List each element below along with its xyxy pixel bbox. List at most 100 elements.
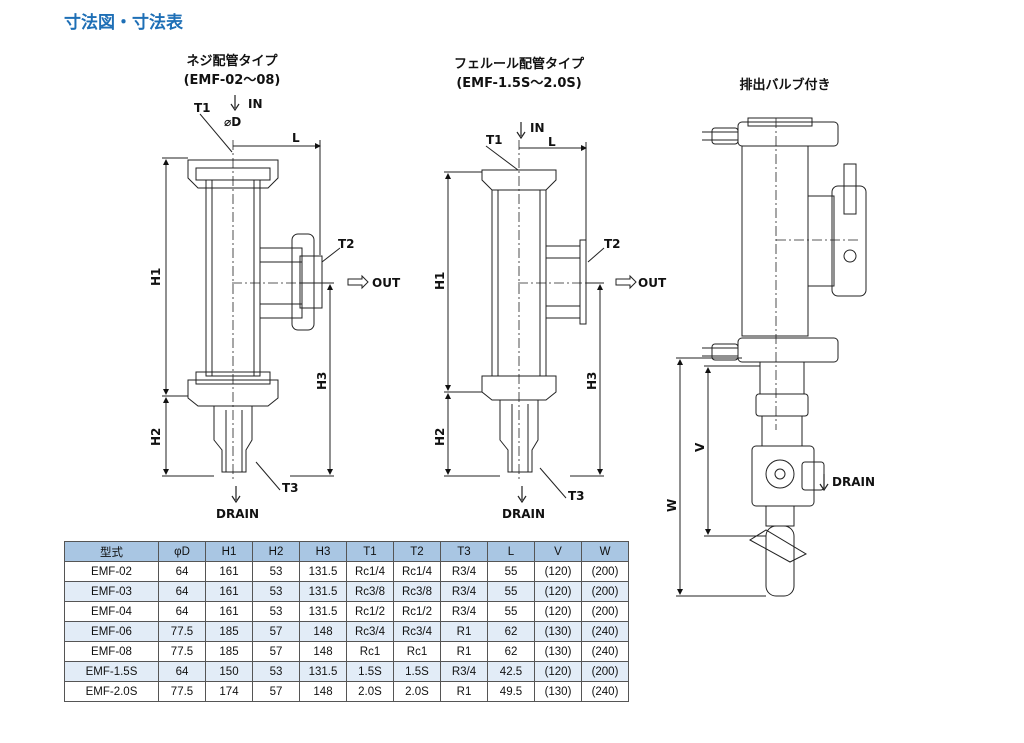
ferrule-h2-label: H2	[433, 428, 447, 446]
ferrule-l-label: L	[548, 135, 556, 149]
screw-type-labels: T1 IN ⌀D L T2 OUT H1 H3 H2 T3 DRAIN	[149, 97, 401, 521]
valve-v-label: V	[693, 442, 707, 452]
table-cell: EMF-02	[64, 561, 159, 582]
table-cell: 161	[205, 581, 253, 602]
table-header-cell: H3	[299, 541, 347, 562]
table-cell: 53	[252, 601, 300, 622]
table-cell: 2.0S	[346, 681, 394, 702]
table-cell: R3/4	[440, 561, 488, 582]
ferrule-t3-label: T3	[568, 489, 585, 503]
table-cell: 57	[252, 621, 300, 642]
ferrule-t1-label: T1	[486, 133, 503, 147]
table-cell: R3/4	[440, 601, 488, 622]
table-cell: (120)	[534, 581, 582, 602]
table-cell: (240)	[581, 621, 629, 642]
table-cell: 185	[205, 641, 253, 662]
screw-d-label: ⌀D	[224, 115, 241, 129]
table-cell: 161	[205, 601, 253, 622]
screw-h3-label: H3	[315, 372, 329, 390]
table-cell: 62	[487, 641, 535, 662]
table-cell: (130)	[534, 641, 582, 662]
table-cell: 49.5	[487, 681, 535, 702]
table-cell: (120)	[534, 601, 582, 622]
table-cell: 64	[158, 661, 206, 682]
table-cell: 148	[299, 621, 347, 642]
screw-h2-label: H2	[149, 428, 163, 446]
ferrule-type-diagram	[444, 122, 637, 504]
table-header-cell: V	[534, 541, 582, 562]
table-header-cell: W	[581, 541, 629, 562]
screw-type-subtitle: (EMF-02～08)	[183, 73, 281, 88]
table-cell: Rc1	[346, 641, 394, 662]
valve-drain-label: DRAIN	[832, 475, 875, 489]
screw-in-label: IN	[248, 97, 263, 111]
table-cell: 148	[299, 641, 347, 662]
table-header-cell: T1	[346, 541, 394, 562]
valve-type-title: 排出バルブ付き	[739, 78, 831, 93]
table-cell: 55	[487, 601, 535, 622]
table-cell: R1	[440, 641, 488, 662]
table-cell: Rc3/4	[346, 621, 394, 642]
table-cell: 55	[487, 581, 535, 602]
table-cell: 57	[252, 681, 300, 702]
table-cell: 77.5	[158, 681, 206, 702]
table-cell: Rc1/2	[393, 601, 441, 622]
table-cell: (200)	[581, 561, 629, 582]
table-cell: 53	[252, 561, 300, 582]
table-cell: EMF-08	[64, 641, 159, 662]
table-cell: 148	[299, 681, 347, 702]
table-cell: 185	[205, 621, 253, 642]
table-cell: EMF-03	[64, 581, 159, 602]
screw-t1-label: T1	[194, 101, 211, 115]
table-cell: (200)	[581, 581, 629, 602]
screw-drain-label: DRAIN	[216, 507, 259, 521]
table-cell: 64	[158, 561, 206, 582]
table-cell: 174	[205, 681, 253, 702]
table-cell: Rc3/8	[346, 581, 394, 602]
table-cell: 2.0S	[393, 681, 441, 702]
screw-t2-label: T2	[338, 237, 355, 251]
table-cell: 62	[487, 621, 535, 642]
table-cell: 1.5S	[346, 661, 394, 682]
ferrule-type-subtitle: (EMF-1.5S～2.0S)	[456, 76, 582, 91]
table-cell: R1	[440, 621, 488, 642]
table-cell: 131.5	[299, 661, 347, 682]
table-cell: 53	[252, 661, 300, 682]
table-cell: 55	[487, 561, 535, 582]
ferrule-type-title: フェルール配管タイプ	[453, 57, 584, 72]
table-cell: 131.5	[299, 581, 347, 602]
ferrule-type-labels: T1 IN L T2 OUT H1 H3 H2 T3 DRAIN	[433, 121, 667, 521]
table-cell: Rc3/8	[393, 581, 441, 602]
table-cell: 64	[158, 581, 206, 602]
table-cell: R3/4	[440, 661, 488, 682]
ferrule-out-label: OUT	[638, 276, 667, 290]
ferrule-drain-label: DRAIN	[502, 507, 545, 521]
table-header-cell: 型式	[64, 541, 159, 562]
table-cell: EMF-2.0S	[64, 681, 159, 702]
table-header-cell: T3	[440, 541, 488, 562]
table-cell: (130)	[534, 681, 582, 702]
ferrule-in-label: IN	[530, 121, 545, 135]
table-cell: (200)	[581, 601, 629, 622]
screw-type-diagram	[162, 95, 369, 504]
screw-h1-label: H1	[149, 268, 163, 286]
table-cell: Rc1/2	[346, 601, 394, 622]
table-cell: 161	[205, 561, 253, 582]
table-cell: Rc1/4	[393, 561, 441, 582]
table-cell: 53	[252, 581, 300, 602]
table-cell: EMF-04	[64, 601, 159, 622]
screw-out-label: OUT	[372, 276, 401, 290]
table-cell: (240)	[581, 681, 629, 702]
table-cell: 77.5	[158, 621, 206, 642]
table-cell: 42.5	[487, 661, 535, 682]
table-cell: (200)	[581, 661, 629, 682]
ferrule-h3-label: H3	[585, 372, 599, 390]
